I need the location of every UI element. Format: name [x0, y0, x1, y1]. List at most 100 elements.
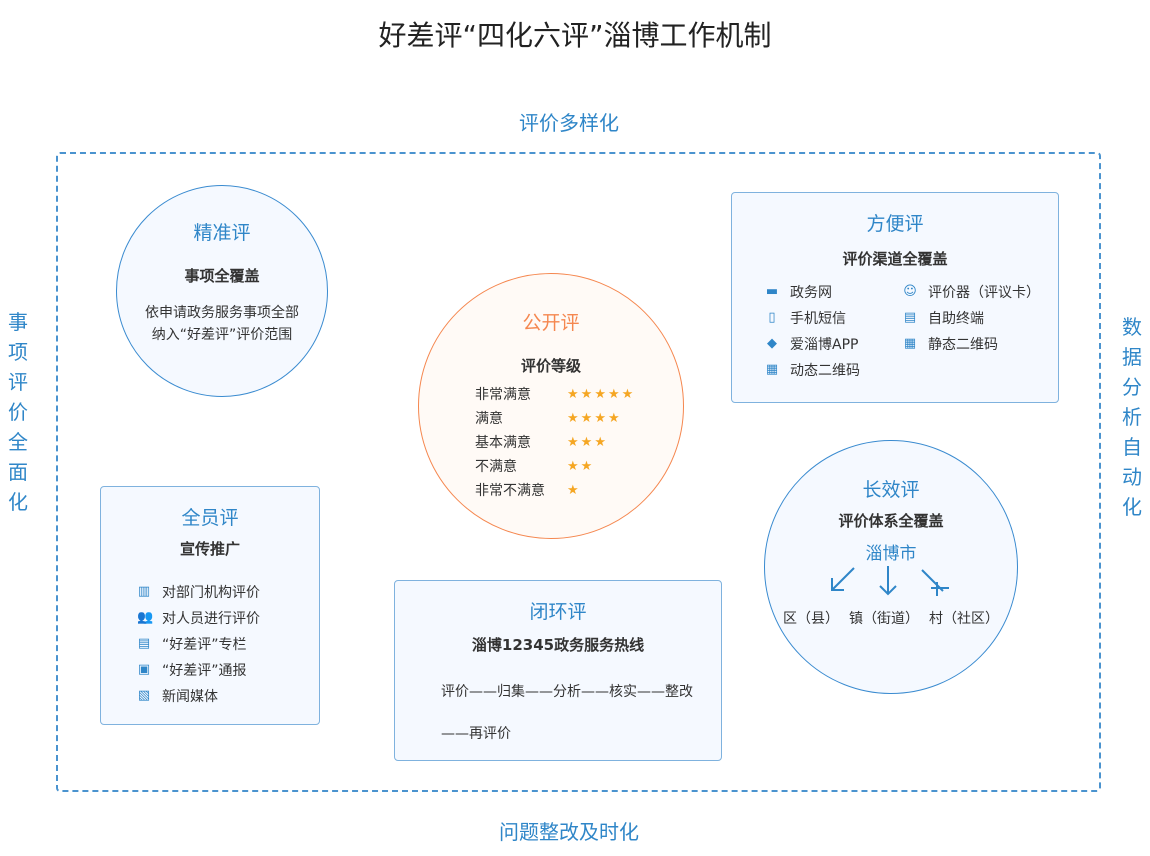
jingzhun-subtitle: 事项全覆盖 [184, 267, 260, 285]
list-item: 👥 对人员进行评价 [137, 605, 319, 631]
item-label: 手机短信 [790, 311, 846, 327]
process-line-2: ——再评价 [441, 726, 511, 742]
axis-left-label: 事项评价全面化 [6, 307, 30, 517]
star-icon: ★ [594, 434, 608, 450]
list-item: ▣“好差评”通报 [137, 657, 319, 683]
rating-label: 非常不满意 [475, 483, 545, 499]
star-icon: ★ [567, 410, 581, 426]
process-line-1: 评价——归集——分析——核实——整改 [441, 684, 693, 700]
item-label: “好差评”专栏 [162, 637, 247, 653]
changxiao-root: 淄博市 [865, 544, 917, 564]
axis-char: 分 [1122, 375, 1142, 399]
list-item: ▤ 自助终端 [903, 305, 1053, 331]
quanyuan-subtitle: 宣传推广 [179, 540, 240, 558]
newspaper-icon: ▣ [137, 662, 151, 677]
item-label: 新闻媒体 [162, 689, 218, 705]
list-item: ▦ 动态二维码 [765, 357, 903, 383]
star-rating: ★★★ [567, 435, 608, 450]
star-icon: ★ [580, 386, 595, 402]
quanyuan-title: 全员评 [181, 507, 239, 529]
star-icon: ★ [567, 458, 581, 474]
jingzhun-title: 精准评 [193, 222, 251, 244]
star-icon: ★ [567, 434, 581, 450]
list-item: ▯ 手机短信 [765, 305, 903, 331]
rating-row: 基本满意★★★ [475, 430, 683, 454]
item-label: 自助终端 [928, 311, 984, 327]
cube-icon: ◆ [767, 336, 777, 351]
star-icon: ★ [580, 434, 595, 450]
rating-label: 不满意 [475, 459, 517, 475]
gongkai-circle: 公开评 评价等级 非常满意★★★★★满意★★★★基本满意★★★不满意★★非常不满… [418, 273, 684, 539]
item-label: 对人员进行评价 [162, 611, 260, 627]
axis-char: 全 [8, 430, 28, 454]
rating-label: 基本满意 [475, 435, 531, 451]
channel-list: ▬政务网☺评价器（评议卡）▯手机短信▤自助终端◆爱淄博APP▦静态二维码▦动态二… [765, 279, 1058, 383]
item-label: 动态二维码 [790, 363, 860, 379]
jingzhun-desc: 依申请政务服务事项全部 纳入“好差评”评价范围 [117, 302, 327, 346]
changxiao-title: 长效评 [862, 479, 920, 501]
axis-char: 数 [1122, 315, 1142, 339]
fangbian-card: 方便评 评价渠道全覆盖 ▬政务网☺评价器（评议卡）▯手机短信▤自助终端◆爱淄博A… [731, 192, 1059, 403]
quanyuan-card: 全员评 宣传推广 ▥ 对部门机构评价 👥 对人员进行评价 ▤ “好差评”专栏 ▣“好差评”通… [100, 486, 320, 725]
axis-char: 项 [8, 340, 28, 364]
branch-labels: 区（县） 镇（街道） 村（社区） [765, 608, 1017, 628]
fangbian-title: 方便评 [866, 213, 924, 235]
gongkai-subtitle: 评价等级 [520, 357, 581, 375]
axis-char: 价 [8, 400, 28, 424]
list-item: ◆ 爱淄博APP [765, 331, 903, 357]
changxiao-circle: 长效评 评价体系全覆盖 淄博市 区（县） 镇（街道） 村（社区） [764, 440, 1018, 694]
axis-char: 析 [1122, 405, 1142, 429]
gongkai-title: 公开评 [522, 312, 580, 334]
bihuan-card: 闭环评 淄博12345政务服务热线 评价——归集——分析——核实——整改 ——再… [394, 580, 722, 761]
star-rating: ★★★★ [567, 411, 622, 426]
list-item: ▧ 新闻媒体 [137, 683, 319, 709]
star-icon: ★ [594, 410, 608, 426]
rating-row: 不满意 ★★ [475, 454, 683, 478]
users-icon: 👥 [137, 610, 154, 625]
item-label: 爱淄博APP [790, 337, 859, 353]
item-label: 对部门机构评价 [162, 585, 260, 601]
branch-village: 村（社区） [929, 611, 999, 627]
branch-arrows-icon [831, 566, 949, 596]
list-item: ☺评价器（评议卡） [903, 279, 1053, 305]
star-icon: ★ [580, 458, 595, 474]
phone-icon: ▯ [768, 310, 776, 325]
branch-town: 镇（街道） [849, 611, 919, 627]
rating-label: 满意 [475, 411, 503, 427]
list-item: ▦ 静态二维码 [903, 331, 1053, 357]
rating-row: 非常不满意 ★ [475, 478, 683, 502]
axis-char: 动 [1122, 465, 1142, 489]
qrcode-icon: ▦ [765, 362, 779, 377]
axis-char: 据 [1122, 345, 1142, 369]
rating-row: 非常满意 ★★★★★ [475, 382, 683, 406]
axis-char: 面 [8, 460, 28, 484]
axis-char: 事 [8, 310, 28, 334]
star-icon: ★ [567, 482, 581, 498]
bihuan-title: 闭环评 [529, 601, 587, 623]
item-label: 政务网 [790, 285, 832, 301]
bihuan-subtitle: 淄博12345政务服务热线 [471, 636, 645, 654]
axis-bottom-label: 问题整改及时化 [499, 820, 639, 844]
page-title: 好差评“四化六评”淄博工作机制 [378, 19, 772, 52]
terminal-icon: ▤ [903, 310, 917, 325]
star-icon: ★ [567, 386, 581, 402]
axis-char: 评 [8, 370, 28, 394]
desc-line: 纳入“好差评”评价范围 [151, 327, 293, 343]
star-icon: ★ [580, 410, 595, 426]
media-icon: ▧ [137, 688, 151, 703]
item-label: 评价器（评议卡） [928, 285, 1040, 301]
star-rating: ★★★★★ [567, 387, 635, 402]
building-icon: ▥ [137, 584, 151, 599]
desc-line: 依申请政务服务事项全部 [145, 305, 299, 321]
rating-row: 满意 ★★★★ [475, 406, 683, 430]
axis-right-label: 数据分析自动化 [1120, 312, 1144, 522]
list-item: ▤ “好差评”专栏 [137, 631, 319, 657]
document-icon: ▤ [137, 636, 151, 651]
jingzhun-circle: 精准评 事项全覆盖 依申请政务服务事项全部 纳入“好差评”评价范围 [116, 185, 328, 397]
rating-levels: 非常满意★★★★★满意★★★★基本满意★★★不满意★★非常不满意★ [475, 382, 683, 502]
dashed-frame [56, 152, 1101, 792]
item-label: 静态二维码 [928, 337, 998, 353]
qrcode-icon: ▦ [903, 336, 917, 351]
promo-list: ▥ 对部门机构评价 👥 对人员进行评价 ▤ “好差评”专栏 ▣“好差评”通报 ▧ 新闻媒体 [137, 579, 319, 709]
rating-label: 非常满意 [475, 387, 531, 403]
